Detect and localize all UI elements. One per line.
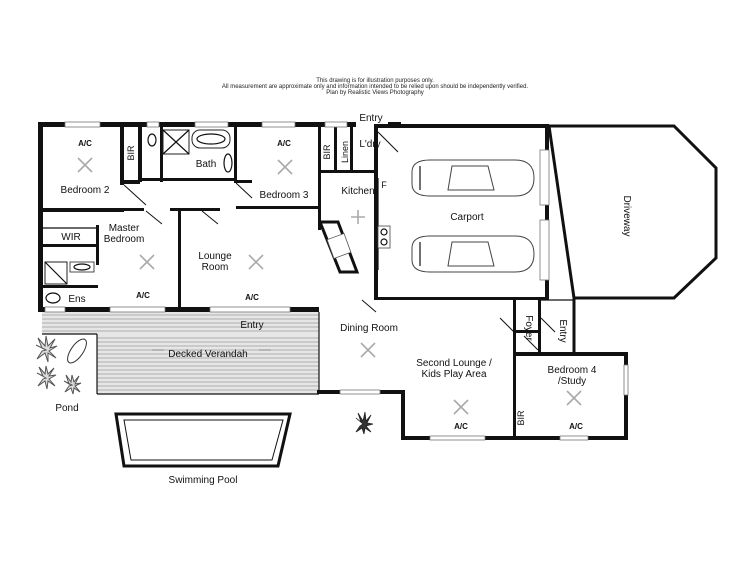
label-lounge-2: Room — [202, 262, 229, 273]
label-fridge: F — [381, 180, 387, 190]
label-master-2: Bedroom — [104, 234, 145, 245]
label-entry-verandah: Entry — [240, 320, 263, 331]
label-linen: Linen — [340, 141, 350, 163]
disclaimer-line-2: All measurement are approximate only and… — [221, 84, 529, 90]
label-swimming-pool: Swimming Pool — [169, 475, 238, 486]
label-ac: A/C — [245, 293, 259, 302]
label-wir: WIR — [61, 232, 80, 243]
label-bedroom-2: Bedroom 2 — [61, 185, 110, 196]
label-pond: Pond — [55, 403, 78, 414]
plant-icon — [63, 374, 82, 395]
fan-icon — [453, 399, 469, 415]
label-driveway: Driveway — [621, 195, 632, 236]
car-bottom — [411, 235, 535, 273]
label-laundry: L'dry — [359, 139, 380, 150]
label-bath: Bath — [196, 159, 217, 170]
swimming-pool — [114, 412, 292, 468]
ceiling-fans — [77, 157, 582, 415]
fan-icon — [248, 254, 264, 270]
label-dining-room: Dining Room — [340, 323, 398, 334]
label-master-1: Master — [109, 223, 140, 234]
label-ac: A/C — [454, 422, 468, 431]
label-ac: A/C — [569, 422, 583, 431]
label-carport: Carport — [450, 212, 484, 223]
label-bir-3: BIR — [516, 410, 526, 426]
label-second-lounge-2: Kids Play Area — [421, 369, 486, 380]
label-ac: A/C — [78, 139, 92, 148]
disclaimer-line-3: Plan by Realistic Views Photography — [326, 90, 424, 96]
label-second-lounge-1: Second Lounge / — [416, 358, 492, 369]
disclaimer-line-1: This drawing is for illustration purpose… — [316, 78, 434, 84]
ac-labels: A/C A/C A/C A/C A/C A/C — [78, 139, 583, 431]
fan-icon — [566, 390, 582, 406]
carport-cars — [411, 159, 535, 273]
plant-icon — [355, 411, 374, 435]
label-bir-1: BIR — [126, 145, 136, 161]
label-ac: A/C — [136, 291, 150, 300]
pond-area — [35, 335, 374, 435]
doors — [123, 131, 556, 351]
fan-icon — [139, 254, 155, 270]
label-ac: A/C — [277, 139, 291, 148]
car-top — [411, 159, 535, 197]
label-bir-2: BIR — [322, 144, 332, 160]
fan-icon — [360, 342, 376, 358]
label-entry-top: Entry — [359, 113, 382, 124]
decked-verandah-area — [42, 312, 320, 395]
fan-icon — [277, 159, 293, 175]
label-decked-verandah: Decked Verandah — [168, 349, 248, 360]
plant-icon — [35, 335, 58, 363]
label-bedroom-4-2: /Study — [558, 376, 586, 387]
label-kitchen: Kitchen — [341, 186, 374, 197]
label-ensuite: Ens — [68, 294, 85, 305]
label-foyer: Foyer — [523, 315, 534, 341]
fan-icon — [351, 210, 365, 224]
label-bedroom-4-1: Bedroom 4 — [548, 365, 597, 376]
kitchen-island — [317, 178, 391, 274]
label-bedroom-3: Bedroom 3 — [260, 190, 309, 201]
fan-icon — [77, 157, 93, 173]
label-lounge-1: Lounge — [198, 251, 232, 262]
bathroom-fixtures — [43, 129, 233, 304]
label-entry-side: Entry — [557, 319, 568, 342]
windows — [44, 121, 629, 441]
room-labels: Bedroom 2 Bedroom 3 Master Bedroom Loung… — [55, 113, 632, 486]
plant-icon — [36, 365, 57, 390]
interior-walls — [38, 127, 538, 333]
